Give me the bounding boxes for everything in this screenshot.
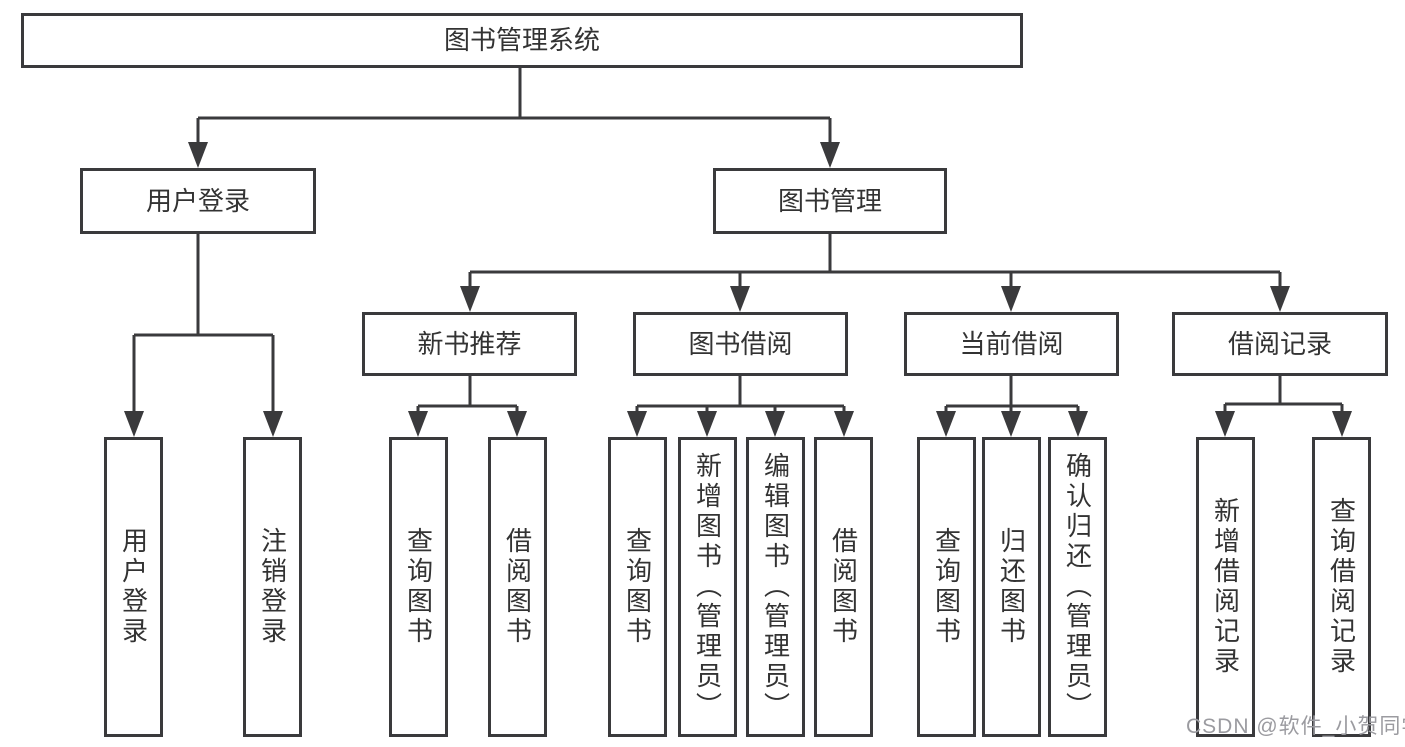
arrowhead bbox=[263, 411, 283, 437]
leaf-query-borrow-record: 查询借阅记录 bbox=[1312, 437, 1371, 737]
leaf-query-books-1-label: 查询图书 bbox=[403, 527, 434, 647]
arrowhead bbox=[1068, 411, 1088, 437]
leaf-edit-books-admin: 编辑图书（管理员） bbox=[746, 437, 805, 737]
arrowhead bbox=[627, 411, 647, 437]
leaf-query-borrow-record-label: 查询借阅记录 bbox=[1326, 497, 1357, 677]
leaf-query-books-1: 查询图书 bbox=[389, 437, 448, 737]
arrowhead bbox=[765, 411, 785, 437]
node-book-management-label: 图书管理 bbox=[777, 185, 882, 216]
leaf-query-books-2: 查询图书 bbox=[608, 437, 667, 737]
leaf-add-borrow-record: 新增借阅记录 bbox=[1196, 437, 1255, 737]
arrowhead bbox=[1270, 286, 1290, 312]
arrowhead bbox=[820, 142, 840, 168]
leaf-logout: 注销登录 bbox=[243, 437, 302, 737]
leaf-query-books-2-label: 查询图书 bbox=[622, 527, 653, 647]
arrowhead bbox=[697, 411, 717, 437]
leaf-edit-books-admin-label: 编辑图书（管理员） bbox=[760, 452, 791, 722]
node-user-login-label: 用户登录 bbox=[145, 185, 250, 216]
node-new-book-recommend-label: 新书推荐 bbox=[417, 328, 522, 359]
arrowhead bbox=[408, 411, 428, 437]
arrowhead bbox=[730, 286, 750, 312]
watermark: CSDN @软件_小贺同学 bbox=[1186, 715, 1405, 738]
arrowheads bbox=[124, 142, 1352, 437]
node-book-borrow-label: 图书借阅 bbox=[688, 328, 793, 359]
leaf-user-login: 用户登录 bbox=[104, 437, 163, 737]
node-borrow-records: 借阅记录 bbox=[1172, 312, 1388, 376]
leaf-borrow-books-2: 借阅图书 bbox=[814, 437, 873, 737]
arrowhead bbox=[460, 286, 480, 312]
leaf-query-books-3: 查询图书 bbox=[917, 437, 976, 737]
leaf-confirm-return-admin: 确认归还（管理员） bbox=[1048, 437, 1107, 737]
arrowhead bbox=[834, 411, 854, 437]
leaf-return-books-label: 归还图书 bbox=[996, 527, 1027, 647]
leaf-add-books-admin: 新增图书（管理员） bbox=[678, 437, 737, 737]
leaf-return-books: 归还图书 bbox=[982, 437, 1041, 737]
arrowhead bbox=[936, 411, 956, 437]
arrowhead bbox=[507, 411, 527, 437]
arrowhead bbox=[124, 411, 144, 437]
node-user-login: 用户登录 bbox=[80, 168, 316, 234]
leaf-borrow-books-2-label: 借阅图书 bbox=[828, 527, 859, 647]
leaf-confirm-return-admin-label: 确认归还（管理员） bbox=[1062, 452, 1093, 722]
arrowhead bbox=[1332, 411, 1352, 437]
node-book-borrow: 图书借阅 bbox=[633, 312, 848, 376]
leaf-borrow-books-1: 借阅图书 bbox=[488, 437, 547, 737]
node-book-management: 图书管理 bbox=[713, 168, 947, 234]
node-new-book-recommend: 新书推荐 bbox=[362, 312, 577, 376]
arrowhead bbox=[1215, 411, 1235, 437]
leaf-add-borrow-record-label: 新增借阅记录 bbox=[1210, 497, 1241, 677]
arrowhead bbox=[188, 142, 208, 168]
arrowhead bbox=[1001, 411, 1021, 437]
leaf-logout-label: 注销登录 bbox=[257, 527, 288, 647]
leaf-query-books-3-label: 查询图书 bbox=[931, 527, 962, 647]
node-current-borrow-label: 当前借阅 bbox=[959, 328, 1064, 359]
arrowhead bbox=[1001, 286, 1021, 312]
leaf-add-books-admin-label: 新增图书（管理员） bbox=[692, 452, 723, 722]
node-root: 图书管理系统 bbox=[21, 13, 1023, 68]
leaf-user-login-label: 用户登录 bbox=[118, 527, 149, 647]
node-borrow-records-label: 借阅记录 bbox=[1227, 328, 1332, 359]
node-current-borrow: 当前借阅 bbox=[904, 312, 1119, 376]
leaf-borrow-books-1-label: 借阅图书 bbox=[502, 527, 533, 647]
node-root-label: 图书管理系统 bbox=[443, 25, 600, 56]
